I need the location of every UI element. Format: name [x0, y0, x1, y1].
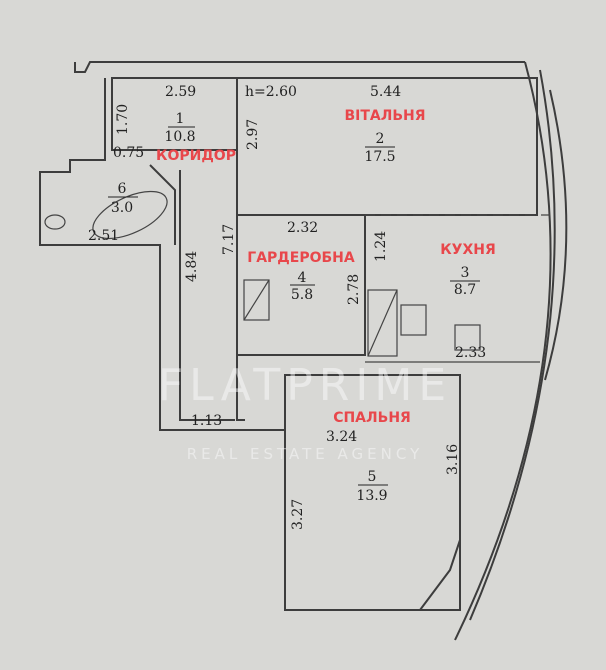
svg-text:8.7: 8.7: [454, 282, 476, 298]
sink-icon: [400, 304, 427, 336]
dim-corridor-width: 2.59: [165, 84, 196, 100]
toilet-icon: [44, 214, 66, 230]
ceiling-height: h=2.60: [245, 84, 297, 100]
bathtub-icon: [92, 190, 168, 240]
svg-text:ГАРДЕРОБНА: ГАРДЕРОБНА: [247, 250, 355, 266]
svg-text:СПАЛЬНЯ: СПАЛЬНЯ: [333, 410, 411, 426]
room-6: 6 3.0: [108, 181, 138, 216]
room-5: СПАЛЬНЯ 5 13.9: [333, 410, 411, 504]
fixtures: [44, 190, 481, 357]
dim-bedroom-right: 3.16: [445, 444, 461, 475]
wardrobe-cabinet-left: [243, 279, 270, 321]
dim-bedroom-left: 3.27: [290, 499, 306, 530]
svg-text:6: 6: [118, 181, 127, 197]
svg-text:5.8: 5.8: [291, 287, 313, 303]
dim-passage: 1.13: [191, 413, 222, 429]
dim-wardrobe-width: 2.32: [287, 220, 318, 236]
watermark: FLATPRIME REAL ESTATE AGENCY: [158, 360, 452, 463]
dim-living-width: 5.44: [370, 84, 401, 100]
dim-kitchen-width: 2.33: [455, 345, 486, 361]
dim-corridor-lower: 4.84: [184, 251, 200, 282]
dim-bedroom-width: 3.24: [326, 429, 357, 445]
svg-text:3: 3: [461, 265, 470, 281]
svg-text:REAL ESTATE AGENCY: REAL ESTATE AGENCY: [187, 445, 423, 463]
dim-kitchen-side: 1.24: [373, 231, 389, 262]
room-1: 1 10.8 КОРИДОР: [156, 111, 236, 164]
room-3: КУХНЯ 3 8.7: [440, 242, 496, 298]
svg-text:3.0: 3.0: [111, 200, 133, 216]
svg-text:FLATPRIME: FLATPRIME: [158, 360, 452, 411]
dim-bath-width: 2.51: [88, 228, 119, 244]
svg-text:17.5: 17.5: [364, 149, 395, 165]
room-4: ГАРДЕРОБНА 4 5.8: [247, 250, 355, 303]
svg-text:КОРИДОР: КОРИДОР: [156, 148, 236, 164]
dim-corridor-side: 1.70: [115, 104, 131, 135]
stove-icon: [454, 324, 481, 351]
kitchen-cabinet: [367, 289, 398, 357]
walls: [39, 61, 568, 641]
dim-living-depth: 2.97: [245, 119, 261, 150]
room-2: ВІТАЛЬНЯ 2 17.5: [344, 108, 425, 165]
dim-corridor-length: 7.17: [221, 224, 237, 255]
svg-text:13.9: 13.9: [356, 488, 387, 504]
dim-corridor-niche: 0.75: [113, 145, 144, 161]
svg-text:1: 1: [176, 111, 185, 127]
svg-text:КУХНЯ: КУХНЯ: [440, 242, 496, 258]
svg-text:5: 5: [368, 469, 377, 485]
svg-text:2: 2: [376, 131, 385, 147]
svg-text:ВІТАЛЬНЯ: ВІТАЛЬНЯ: [344, 108, 425, 124]
svg-text:4: 4: [298, 270, 307, 286]
svg-text:10.8: 10.8: [164, 129, 195, 145]
dim-wardrobe-depth: 2.78: [346, 274, 362, 305]
